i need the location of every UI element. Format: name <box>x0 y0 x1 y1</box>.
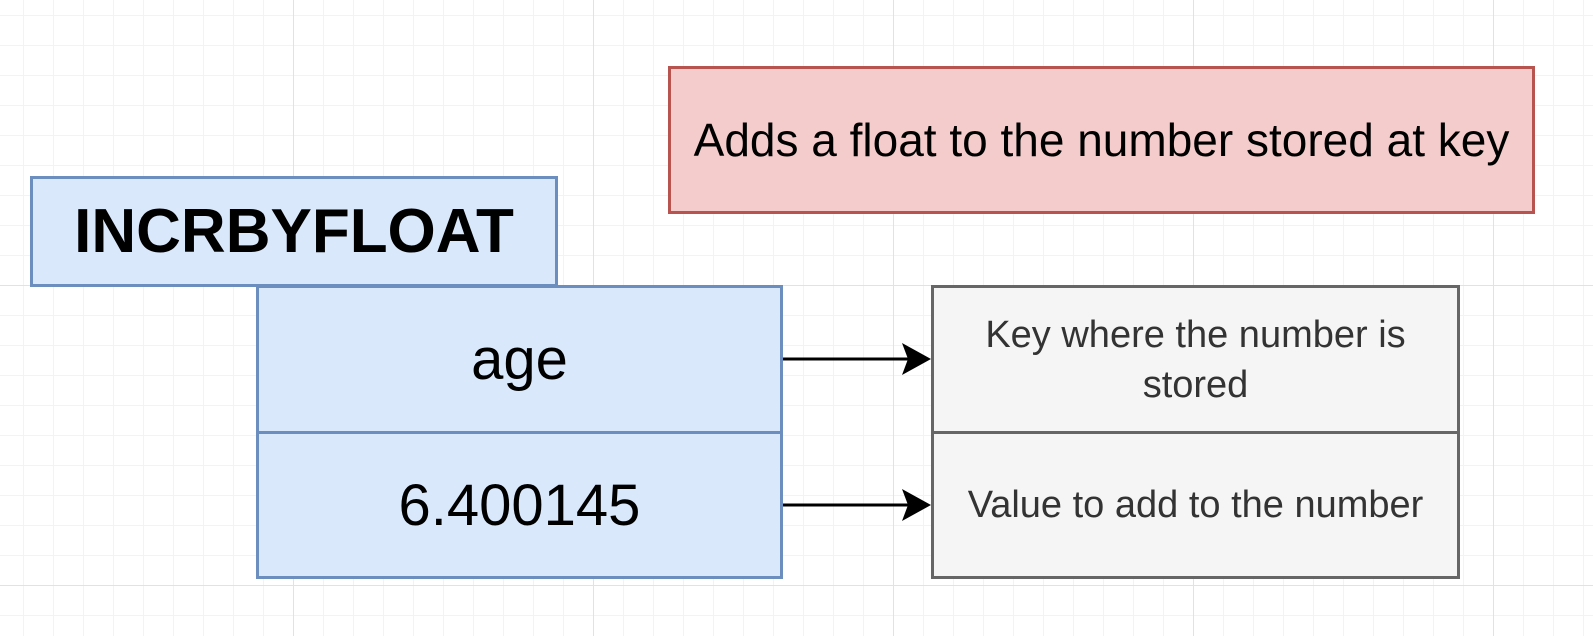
argument-value-note-box: Value to add to the number <box>931 431 1460 579</box>
argument-value-text: 6.400145 <box>398 472 641 538</box>
argument-value-note-text: Value to add to the number <box>967 484 1424 526</box>
argument-key-text: age <box>471 327 568 392</box>
arrow-key-to-note <box>783 343 931 375</box>
argument-value-box: 6.400145 <box>256 431 783 579</box>
argument-key-note-text: Key where the number is stored <box>985 313 1406 406</box>
argument-key-note-box: Key where the number is stored <box>931 285 1460 434</box>
command-name-box: INCRBYFLOAT <box>30 176 558 287</box>
argument-key-box: age <box>256 285 783 434</box>
command-name-text: INCRBYFLOAT <box>74 197 514 266</box>
command-description-box: Adds a float to the number stored at key <box>668 66 1535 214</box>
command-description-text: Adds a float to the number stored at key <box>693 114 1510 166</box>
arrow-value-to-note <box>783 489 931 521</box>
